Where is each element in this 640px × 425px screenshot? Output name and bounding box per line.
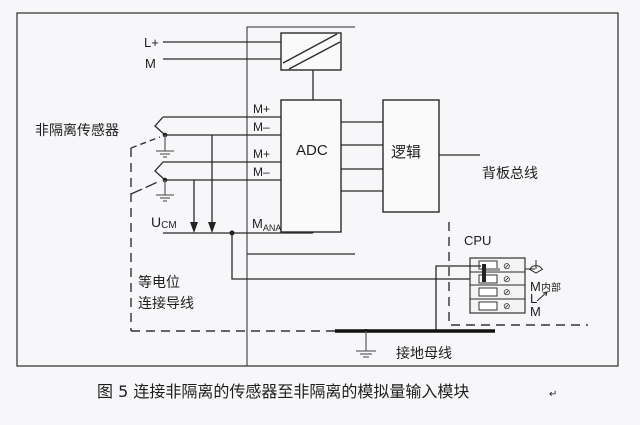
mana-label: MANA xyxy=(252,216,281,233)
equipotential-label-line1: 等电位 xyxy=(138,274,180,291)
caption-return-mark: ↵ xyxy=(549,389,557,400)
sensor2-dashed-link xyxy=(130,180,161,195)
terminal-2-screw-icon: ⊘ xyxy=(503,274,511,284)
terminal-1-screw-icon: ⊘ xyxy=(503,261,511,271)
terminal-4-screw-icon: ⊘ xyxy=(503,301,511,311)
dc-dc-converter-box xyxy=(280,32,342,71)
terminal-3-screw-icon: ⊘ xyxy=(503,287,511,297)
l-plus-label: L+ xyxy=(144,35,159,50)
channel2-m-minus-label: M– xyxy=(253,165,270,179)
sensor1-dashed-link xyxy=(130,136,161,149)
ucm-arrow-2-head xyxy=(208,222,216,233)
adc-label: ADC xyxy=(296,142,328,159)
ucm-arrow-1-head xyxy=(190,222,198,233)
equipotential-label-line2: 连接导线 xyxy=(138,295,194,312)
cpu-internal-label: 内部 xyxy=(541,281,561,294)
terminal-4-slot xyxy=(478,301,498,311)
sensor-label: 非隔离传感器 xyxy=(35,122,119,139)
terminal-jumper-bar xyxy=(486,268,500,272)
terminal-1-slot xyxy=(478,260,498,270)
m-power-label: M xyxy=(145,56,156,71)
sensor2-ground-icon xyxy=(156,194,174,202)
sensor2-symbol xyxy=(154,161,166,181)
sensor1-ground-icon xyxy=(156,150,174,158)
logic-label: 逻辑 xyxy=(391,143,421,161)
cpu-m-label: M xyxy=(530,304,541,319)
converter-diagonal-2 xyxy=(288,41,341,70)
channel2-m-plus-label: M+ xyxy=(253,147,270,161)
logic-box xyxy=(382,99,440,213)
module-enclosure xyxy=(246,26,355,366)
frame-rect xyxy=(16,12,619,367)
terminal-jumper xyxy=(482,264,486,282)
adc-box xyxy=(280,99,342,233)
converter-diagonal-1 xyxy=(282,33,338,64)
cpu-m-internal-label: M xyxy=(530,279,541,294)
cpu-to-ground-bus-wire xyxy=(435,265,481,331)
ground-bus-ground-icon xyxy=(356,350,376,358)
backplane-bus-label: 背板总线 xyxy=(482,166,538,182)
figure-caption: 图 5 连接非隔离的传感器至非隔离的模拟量输入模块 xyxy=(97,382,469,401)
terminal-2-slot xyxy=(478,274,498,284)
cpu-label: CPU xyxy=(464,233,491,248)
internal-link-arrow-icon xyxy=(536,291,548,302)
sensor1-symbol xyxy=(154,116,166,136)
equipotential-wire-to-cpu xyxy=(231,233,484,280)
terminal-3-slot xyxy=(478,287,498,297)
chassis-ground-icon xyxy=(528,260,544,274)
cpu-l-label: L xyxy=(530,291,537,306)
ground-bus-label: 接地母线 xyxy=(396,345,452,362)
cpu-dashed-boundary xyxy=(448,222,588,326)
channel1-m-plus-label: M+ xyxy=(253,102,270,116)
channel1-m-minus-label: M– xyxy=(253,120,270,134)
ucm-label: UCM xyxy=(151,214,177,231)
